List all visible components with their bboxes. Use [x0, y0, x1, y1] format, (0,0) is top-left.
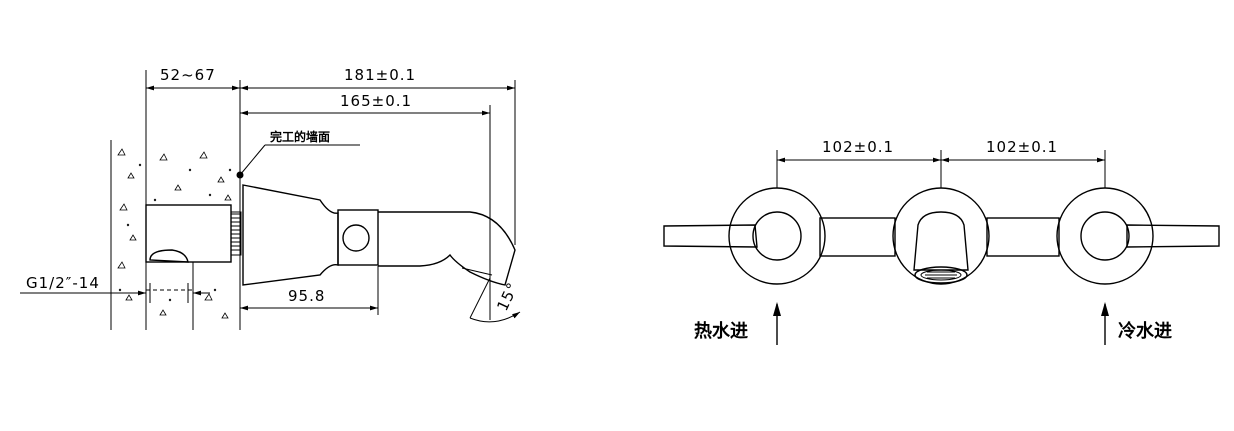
wall-label: 完工的墙面	[270, 129, 330, 144]
dim-angle: 15°	[493, 279, 522, 313]
front-dimensions	[776, 150, 1106, 188]
dim-right-spacing: 102±0.1	[986, 138, 1058, 156]
hot-inlet-label: 热水进	[694, 320, 748, 342]
valve-body	[145, 204, 242, 291]
dim-left-spacing: 102±0.1	[822, 138, 894, 156]
front-view: 102±0.1 102±0.1 热水进 冷水进	[663, 138, 1220, 345]
cold-inlet-arrow	[1101, 302, 1109, 345]
cold-inlet-label: 冷水进	[1118, 320, 1172, 342]
hot-inlet-arrow	[773, 302, 781, 345]
cold-handle	[1056, 187, 1220, 285]
left-connector	[819, 217, 896, 257]
dim-thread: G1/2″-14	[26, 274, 100, 292]
spout-body	[242, 184, 516, 286]
right-connector	[986, 217, 1060, 257]
center-spout	[892, 187, 990, 285]
dim-handle-offset: 95.8	[288, 287, 325, 305]
side-dimensions	[20, 70, 521, 323]
hot-handle	[663, 187, 826, 285]
side-view: 52~67 181±0.1 165±0.1 完工的墙面 G1/2″-14 95.…	[20, 66, 522, 330]
dim-wall-range: 52~67	[160, 66, 216, 84]
dim-total-length: 181±0.1	[344, 66, 416, 84]
concrete-hatch	[117, 148, 232, 319]
wall-section	[110, 80, 241, 330]
dim-spout-length: 165±0.1	[340, 92, 412, 110]
